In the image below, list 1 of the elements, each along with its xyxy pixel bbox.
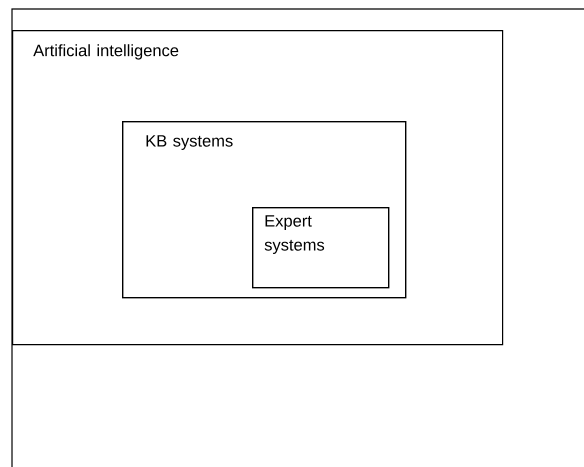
category-box: Expert systems: [252, 207, 390, 288]
